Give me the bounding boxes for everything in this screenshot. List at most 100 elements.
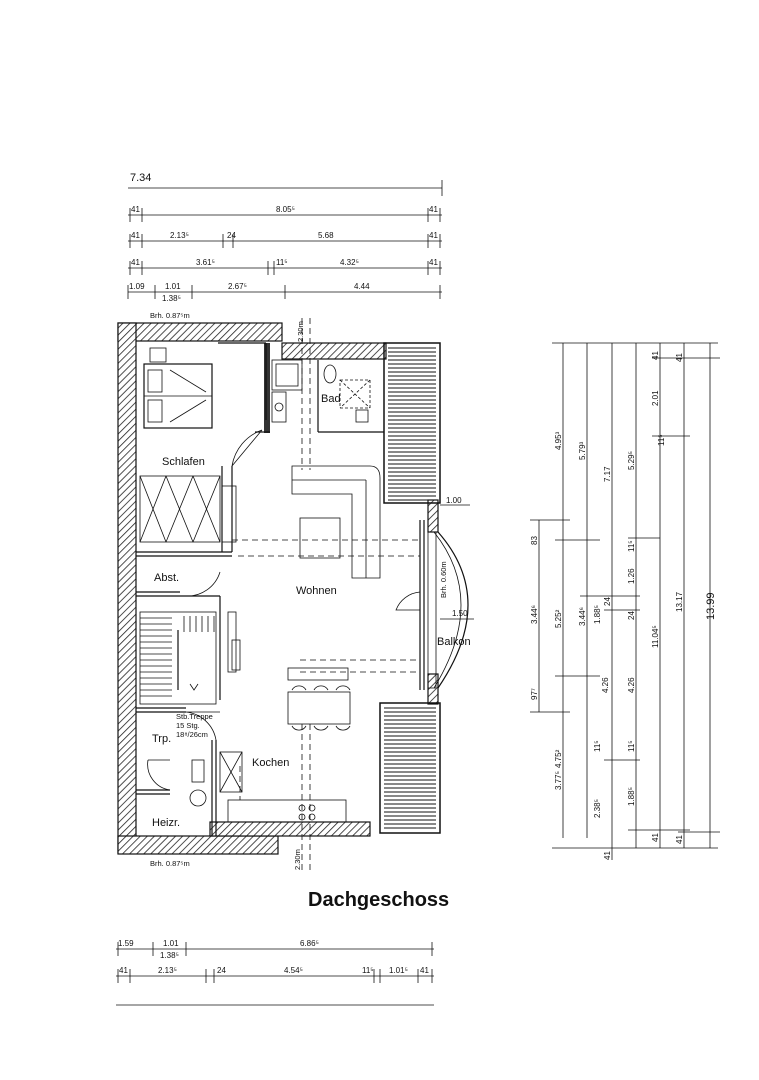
dim-r4-d: 4.44	[354, 282, 370, 291]
room-balkon: Balkon	[437, 636, 471, 648]
rdim-f5: 41	[675, 835, 684, 844]
bdim-r2-b: 2.13⁵	[158, 966, 177, 975]
dashed-lines	[232, 318, 420, 870]
rdim-b1: 4.95³	[554, 431, 563, 450]
rdim-d1: 7.17	[603, 466, 612, 482]
height-top: 2.30m	[296, 321, 305, 342]
rdim-d3: 4.26	[627, 677, 636, 693]
room-trp: Trp.	[152, 733, 171, 745]
rdim-d5: 1.88⁵	[627, 787, 636, 806]
rdim-a3: 97⁷	[530, 688, 539, 700]
plan-title: Dachgeschoss	[308, 889, 449, 911]
height-bottom: 2.30m	[293, 849, 302, 870]
bdim-r1-a: 1.59	[118, 939, 134, 948]
bath-fixtures	[271, 359, 371, 423]
dim-r2-d: 5.68	[318, 231, 334, 240]
room-wohnen: Wohnen	[296, 585, 337, 597]
room-kochen: Kochen	[252, 757, 289, 769]
rdim-e2: 1.26	[627, 568, 636, 584]
wardrobe	[139, 475, 221, 543]
balcony	[427, 531, 469, 689]
rdim-c5: 11⁵	[593, 740, 602, 752]
rdim-d2: 24	[603, 597, 612, 606]
bdim-r2-e: 11⁵	[362, 966, 374, 975]
room-schlafen: Schlafen	[162, 456, 205, 468]
dim-r4-c: 2.67⁵	[228, 282, 247, 291]
rdim-a2: 3.44⁶	[530, 605, 539, 624]
bdim-r2-g: 41	[420, 966, 429, 975]
shelf-2	[231, 639, 241, 671]
bdim-r2-a: 41	[119, 966, 128, 975]
bdim-r1-sub: 1.38⁵	[160, 951, 179, 960]
rdim-d4: 11⁵	[627, 740, 636, 752]
dim-r4-b: 1.01	[165, 282, 181, 291]
dim-r1-c: 41	[429, 205, 438, 214]
right-dimensions	[530, 342, 720, 860]
bdim-r1-b: 1.01	[163, 939, 179, 948]
rdim-e6: 41	[651, 833, 660, 842]
cabinet	[221, 485, 237, 543]
outer-walls	[117, 322, 439, 855]
top-dimensions: 7.34 41 8.05⁵ 41 41 2.13⁵ 24 5.68 41 41 …	[127, 172, 443, 320]
rdim-b3: 4.75²	[554, 749, 563, 768]
balcony-brh: Brh. 0.60m	[439, 561, 448, 598]
rdim-e5: 11.04⁵	[651, 625, 660, 648]
rdim-c3: 1.88⁵	[593, 605, 602, 624]
dim-r3-c: 11⁵	[276, 258, 288, 267]
dim-corner: 7.34	[130, 172, 151, 184]
bdim-r2-f: 1.01⁵	[389, 966, 408, 975]
rdim-f4: 13.17	[675, 591, 684, 612]
rdim-a1: 83	[530, 536, 539, 545]
rdim-f3: 11⁵	[657, 434, 666, 446]
doors	[147, 429, 421, 791]
rdim-c1: 5.79³	[578, 441, 587, 460]
brh-top-note: Brh. 0.87⁵m	[150, 311, 190, 320]
stair-note-2: 15 Stg.	[176, 721, 200, 730]
rdim-e3: 24	[627, 611, 636, 620]
rdim-e4: 5.29⁵	[627, 451, 636, 470]
dim-r1-b: 8.05⁵	[276, 205, 295, 214]
rdim-b4: 3.77⁵	[554, 771, 563, 790]
stair-note-1: Stb.Treppe	[176, 712, 213, 721]
stair-note-3: 18⁸/26cm	[176, 730, 208, 739]
dim-r3-a: 41	[131, 258, 140, 267]
rdim-f1: 41	[651, 351, 660, 360]
shelf	[227, 611, 237, 673]
boiler	[189, 759, 207, 807]
rdim-c4: 4.26	[601, 677, 610, 693]
rdim-g1: 41	[675, 353, 684, 362]
roof-slope-lower	[379, 702, 441, 834]
rdim-d6: 41	[603, 851, 612, 860]
kitchen-counter	[219, 751, 347, 823]
dim-r2-a: 41	[131, 231, 140, 240]
room-bad: Bad	[321, 393, 341, 405]
brh-bottom-note: Brh. 0.87⁵m	[150, 859, 190, 868]
sofa	[291, 465, 381, 579]
rdim-g2: 13.99	[705, 592, 717, 620]
dim-r2-e: 41	[429, 231, 438, 240]
interior-walls	[136, 342, 425, 836]
dim-r2-c: 24	[227, 231, 236, 240]
dim-r2-b: 2.13⁵	[170, 231, 189, 240]
dim-r4-sub: 1.38⁵	[162, 294, 181, 303]
rdim-f2: 2.01	[651, 390, 660, 406]
bdim-r2-c: 24	[217, 966, 226, 975]
bottom-dimensions: 1.59 1.01 6.86⁵ 1.38⁵ 41 2.13⁵ 24 4.54⁵ …	[116, 939, 434, 1006]
dim-r4-a: 1.09	[129, 282, 145, 291]
rdim-c6: 2.38⁵	[593, 799, 602, 818]
balcony-depth: 1.00	[446, 496, 462, 505]
dim-r3-d: 4.32⁵	[340, 258, 359, 267]
staircase	[139, 611, 217, 705]
rdim-b2: 5.25²	[554, 609, 563, 628]
bdim-r1-c: 6.86⁵	[300, 939, 319, 948]
nightstand	[149, 347, 167, 363]
bed	[143, 363, 213, 429]
rdim-c2: 3.44⁶	[578, 607, 587, 626]
dim-r3-e: 41	[429, 258, 438, 267]
rdim-e1: 11⁵	[627, 540, 636, 552]
coffee-table	[299, 517, 341, 559]
dim-r1-a: 41	[131, 205, 140, 214]
room-abst: Abst.	[154, 572, 179, 584]
dining-table	[287, 667, 351, 731]
dim-r3-b: 3.61⁵	[196, 258, 215, 267]
